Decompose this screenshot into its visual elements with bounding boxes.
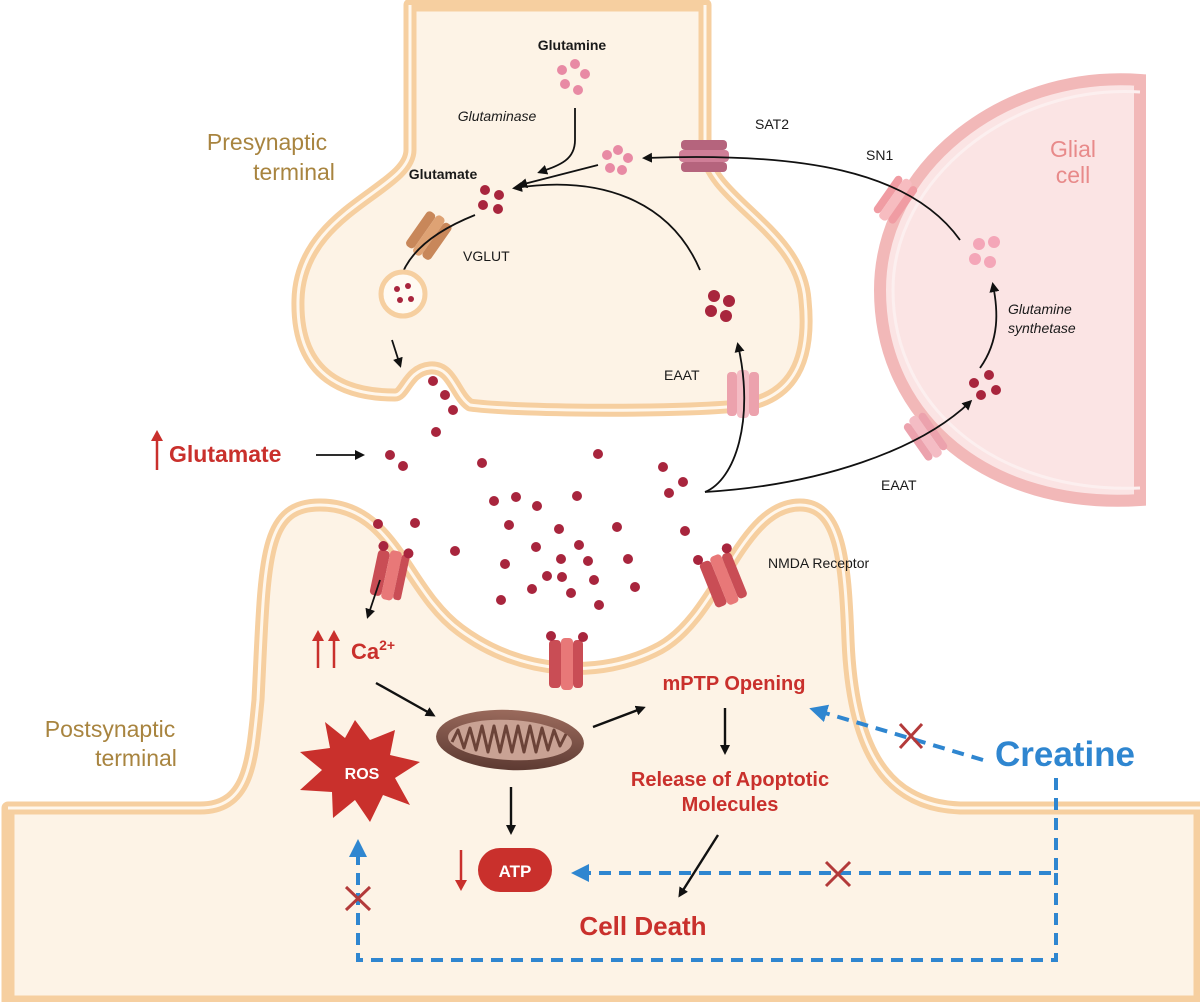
glutamine-to-glutaminase-arrow [517,164,599,189]
glutamate-molecules-pre [478,185,504,214]
nmda-receptor-center [546,631,588,690]
cell-death-label: Cell Death [579,911,706,941]
atp-decrease-arrowhead-icon [455,880,467,891]
sat2-transporter [679,140,729,172]
nmda-receptor-left [369,541,414,601]
glutamate-molecules-cleft [373,376,690,610]
ros-label: ROS [345,766,380,783]
glutamine-molecules-sat2 [602,145,633,175]
glutaminase-arrow [537,108,576,175]
sn1-label: SN1 [866,147,893,163]
mitochondria-to-mptp-arrow [592,705,646,729]
glutaminase-label: Glutaminase [458,108,537,124]
glutamate-molecules-glia [969,370,1001,400]
calcium-increase-arrows-icon [312,630,340,668]
recycled-glutamate-arrow [512,182,701,271]
glutamate-increase-arrowhead-icon [151,430,163,441]
synaptic-vesicle [378,269,428,319]
glial-cell [873,73,1146,507]
glutamine-synthetase-label-2: synthetase [1008,320,1076,336]
glial-cell-label: Glial [1050,136,1096,162]
atp-pill [478,848,552,892]
postsynaptic-label-2: terminal [95,745,177,771]
presynaptic-label-2: terminal [253,159,335,185]
release-to-death-arrow [678,834,720,898]
inhibition-x-icon-ros [344,885,372,912]
release-apoptotic-label: Release of Apoptotic [631,769,829,791]
vglut-arrow [397,214,476,283]
mptp-opening-label: mPTP Opening [663,673,806,695]
inhibition-x-icon-mptp [898,722,924,750]
calcium-label: Ca2+ [351,637,395,664]
glutamate-increase-label: Glutamate [169,441,281,467]
glutamine-synthetase-arrow [979,282,1000,369]
glutamine-molecules [557,59,590,95]
nmda-receptor-label: NMDA Receptor [768,555,869,571]
glutamine-synthetase-label: Glutamine [1008,301,1072,317]
ros-starburst-icon [300,720,420,822]
nmda-receptor-right [693,543,747,608]
vglut-label: VGLUT [463,248,510,264]
atp-label: ATP [499,862,532,881]
creatine-to-mptp-inhibition [809,704,984,762]
eaat-label-presynaptic: EAAT [664,367,700,383]
eaat-label-glial: EAAT [881,477,917,493]
eaat-transporter-presynaptic [727,370,759,418]
eaat-presynaptic-arrow [704,342,746,493]
eaat-transporter-glial [903,412,948,461]
eaat-glial-arrow [704,399,973,493]
creatine-to-ros-inhibition [349,839,1058,962]
glutamate-molecules-recycled [705,290,735,322]
calcium-influx-arrow [365,579,381,619]
presynaptic-terminal [291,0,813,417]
creatine-label: Creatine [995,735,1135,774]
calcium-to-mitochondria-arrow [375,681,436,717]
glutamine-molecules-glia [969,236,1000,268]
glutamate-label: Glutamate [409,166,478,182]
glutamine-label: Glutamine [538,37,607,53]
presynaptic-label: Presynaptic [207,129,327,155]
sat2-label: SAT2 [755,116,789,132]
glial-glutamine-export-arrow [642,152,961,241]
vglut-transporter [406,211,452,260]
glial-cell-label-2: cell [1056,162,1091,188]
release-apoptotic-label-2: Molecules [682,794,779,816]
creatine-to-atp-inhibition [571,778,1058,882]
inhibition-x-icon-atp [824,860,852,888]
mitochondrion [436,709,584,771]
exocytosis-arrow [391,339,403,368]
postsynaptic-label: Postsynaptic [45,716,175,742]
